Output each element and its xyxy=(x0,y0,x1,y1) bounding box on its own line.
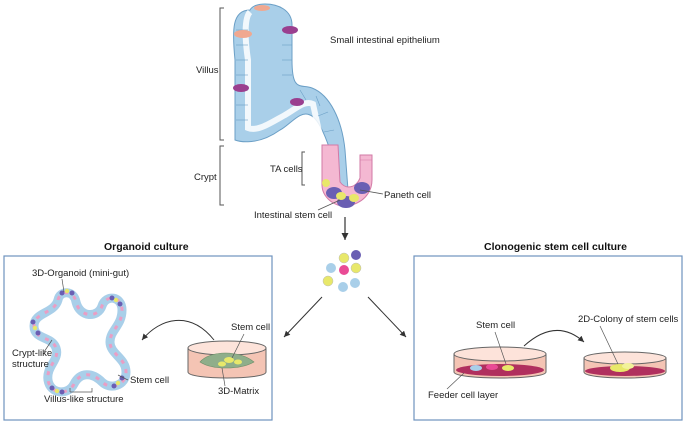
label-3d-matrix: 3D-Matrix xyxy=(218,386,259,397)
feeder-cell-layer xyxy=(456,364,544,376)
label-ta-cells: TA cells xyxy=(270,164,303,175)
label-villus: Villus xyxy=(196,65,219,76)
panel-clonogenic xyxy=(413,255,683,421)
brackets xyxy=(219,7,305,206)
title-clonogenic-culture: Clonogenic stem cell culture xyxy=(484,241,627,253)
label-crypt-like: Crypt-like xyxy=(12,348,52,359)
label-villus-like: Villus-like structure xyxy=(44,394,124,405)
goblet-cell xyxy=(282,26,298,34)
title-organoid-culture: Organoid culture xyxy=(104,241,189,253)
label-small-intestinal-epithelium: Small intestinal epithelium xyxy=(330,35,440,46)
label-2d-colony: 2D-Colony of stem cells xyxy=(578,314,679,325)
dish-feeder xyxy=(453,346,547,379)
label-feeder-layer: Feeder cell layer xyxy=(428,390,498,401)
label-3d-organoid: 3D-Organoid (mini-gut) xyxy=(32,268,129,279)
stem-cell-shape xyxy=(322,179,330,187)
goblet-cell xyxy=(290,98,304,106)
stem-cell-shape xyxy=(349,194,359,202)
arrow-to-organoid xyxy=(283,296,323,338)
arrow-matrix-to-organoid xyxy=(141,320,215,341)
isolated-cells xyxy=(322,250,362,292)
crypt xyxy=(321,144,373,208)
arrow-to-colony xyxy=(523,329,585,347)
label-stem-cell-matrix: Stem cell xyxy=(231,322,270,333)
label-stem-cell-feeder: Stem cell xyxy=(476,320,515,331)
label-crypt-like-structure: structure xyxy=(12,359,49,370)
arrow-to-clonogenic xyxy=(367,296,407,338)
label-crypt: Crypt xyxy=(194,172,217,183)
enteroendocrine-cell xyxy=(234,30,252,38)
organoid xyxy=(29,288,131,397)
dish-colony xyxy=(583,351,667,379)
label-intestinal-stem-cell: Intestinal stem cell xyxy=(254,210,332,221)
paneth-cell-shape xyxy=(354,182,370,194)
stem-cell-shape xyxy=(336,192,346,200)
tip-cell xyxy=(254,5,270,11)
label-paneth-cell: Paneth cell xyxy=(384,190,431,201)
dish-3d-matrix xyxy=(187,340,267,379)
villus-epithelium xyxy=(233,3,349,191)
label-stem-cell-organoid: Stem cell xyxy=(130,375,169,386)
panel-organoid xyxy=(3,255,273,421)
goblet-cell xyxy=(233,84,249,92)
